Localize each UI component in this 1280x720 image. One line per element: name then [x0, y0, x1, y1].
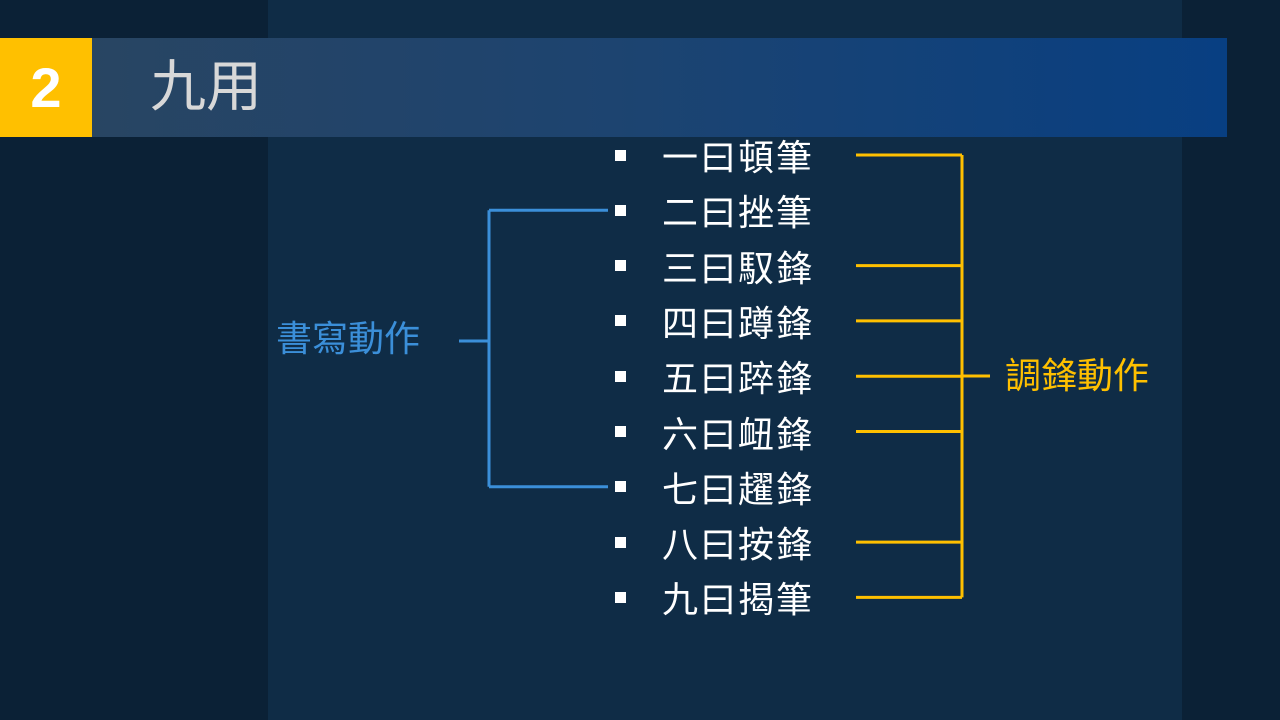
- list-item-label: 二曰挫筆: [662, 193, 815, 235]
- list-item: 八曰按鋒: [615, 522, 814, 566]
- list-item: 九曰揭筆: [615, 577, 814, 621]
- list-item-label: 三曰馭鋒: [662, 248, 815, 290]
- list-item-label: 八曰按鋒: [662, 525, 815, 567]
- group-label-tip-adjusting-motion: 調鋒動作: [1005, 356, 1150, 397]
- group-label-writing-motion: 書寫動作: [276, 319, 421, 360]
- list-item-label: 九曰揭筆: [662, 580, 815, 622]
- list-item-label: 七曰趯鋒: [662, 469, 815, 511]
- bullet-square-icon: [615, 260, 626, 272]
- list-item: 七曰趯鋒: [615, 467, 814, 511]
- bullet-square-icon: [615, 481, 626, 493]
- list-item-label: 六曰衄鋒: [662, 414, 815, 456]
- bullet-square-icon: [615, 204, 626, 216]
- title-bar: 2 九用: [0, 38, 1227, 137]
- list-item: 四曰蹲鋒: [615, 301, 814, 345]
- section-number: 2: [30, 56, 62, 119]
- slide-title: 九用: [150, 55, 262, 120]
- list-item-label: 一曰頓筆: [662, 138, 815, 179]
- list-item: 五曰踤鋒: [615, 356, 814, 400]
- bullet-square-icon: [615, 149, 626, 161]
- bullet-square-icon: [615, 536, 626, 548]
- section-number-badge: 2: [0, 38, 92, 137]
- bullet-square-icon: [615, 591, 626, 603]
- bullet-square-icon: [615, 315, 626, 327]
- bullet-square-icon: [615, 426, 626, 437]
- list-item-label: 五曰踤鋒: [662, 359, 815, 401]
- list-item: 六曰衄鋒: [615, 412, 814, 456]
- list-item-label: 四曰蹲鋒: [662, 303, 815, 345]
- bullet-square-icon: [615, 370, 626, 382]
- list-item: 一曰頓筆: [615, 135, 814, 179]
- list-item: 二曰挫筆: [615, 190, 814, 234]
- list-item: 三曰馭鋒: [615, 246, 814, 290]
